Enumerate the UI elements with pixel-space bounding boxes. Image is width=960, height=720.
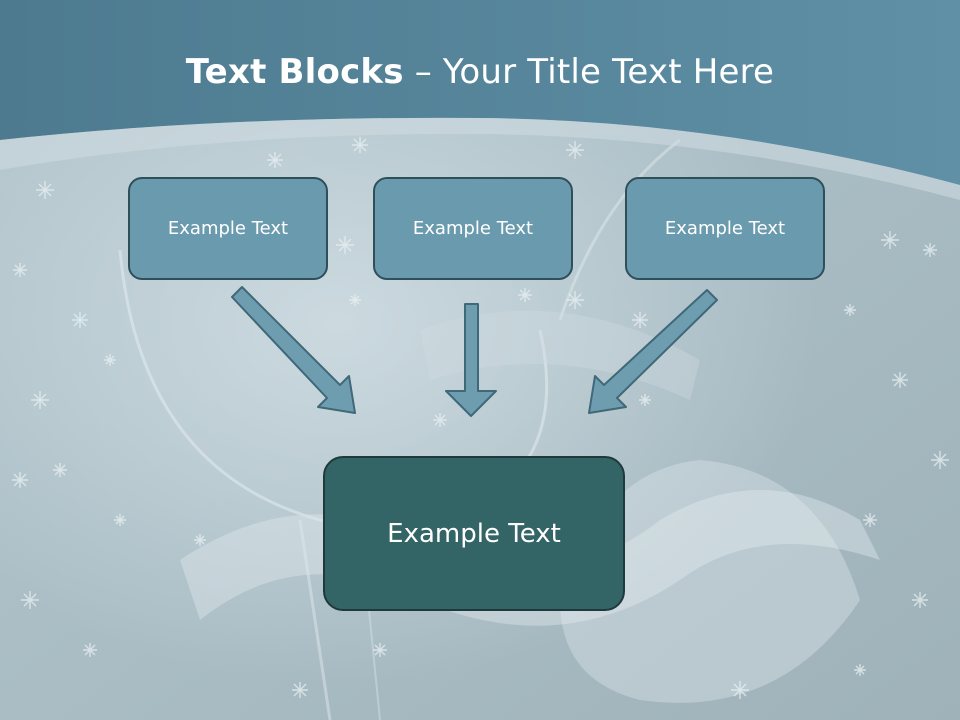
text-block-2-label: Example Text [412, 218, 534, 239]
arrow-left [231, 286, 356, 414]
arrow-center [445, 303, 497, 417]
text-block-1: Example Text [128, 177, 328, 280]
text-block-result: Example Text [323, 456, 625, 611]
text-block-2: Example Text [373, 177, 573, 280]
title-rest: Your Title Text Here [442, 52, 775, 92]
text-block-result-label: Example Text [387, 518, 561, 549]
slide-title: Text Blocks – Your Title Text Here [0, 52, 960, 92]
text-block-3-label: Example Text [664, 218, 786, 239]
arrow-right [588, 289, 718, 414]
title-dash: – [403, 52, 443, 92]
text-block-1-label: Example Text [167, 218, 289, 239]
text-block-3: Example Text [625, 177, 825, 280]
title-bold: Text Blocks [185, 52, 404, 92]
